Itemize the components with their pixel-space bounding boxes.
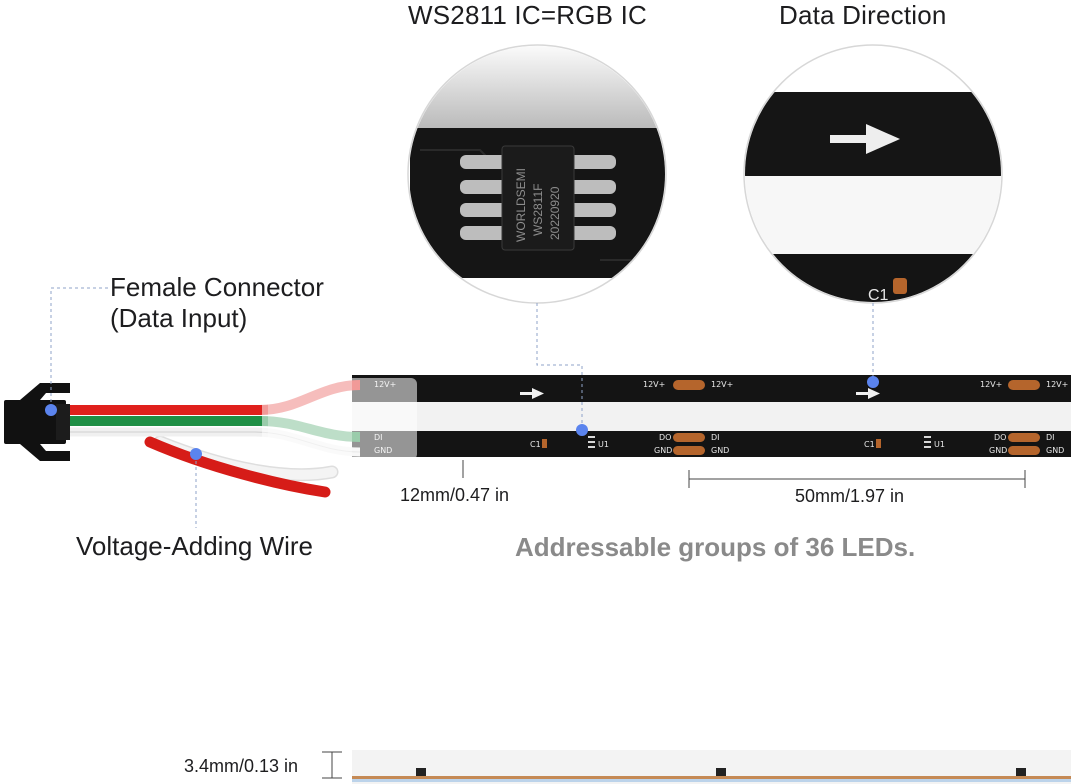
pad-label-c1: C1 [530, 440, 541, 449]
pad-label-gnd: GND [1046, 446, 1064, 455]
pad-label-gnd: GND [654, 446, 672, 455]
pitch-dimension-label: 50mm/1.97 in [795, 486, 905, 506]
zoom-c1-label: C1 [868, 287, 889, 304]
leader-line-connector [50, 287, 108, 408]
pad-label-c1: C1 [864, 440, 875, 449]
width-dimension-label: 12mm/0.47 in [400, 485, 510, 505]
connector-label-line1: Female Connector [110, 272, 324, 302]
chip-marking-line1: WORLDSEMI [514, 168, 528, 242]
pad-label-do: DO [659, 433, 671, 442]
pad-label-12v: 12V+ [980, 380, 1002, 389]
wire-bundle [60, 376, 417, 498]
connector-label-line2: (Data Input) [110, 303, 248, 333]
strip-arrow-icon [856, 388, 880, 399]
wire-label: Voltage-Adding Wire [76, 531, 314, 561]
marker-dot [45, 404, 57, 416]
strip-arrow-icon [520, 388, 544, 399]
marker-dot [867, 376, 879, 388]
pad-label-12v: 12V+ [711, 380, 733, 389]
marker-dot [576, 424, 588, 436]
led-strip: 12V+ 12V+ 12V+ 12V+ 12V+ DI GND DO GND D… [352, 375, 1071, 457]
direction-arrow-icon [830, 124, 900, 154]
connector-label: Female Connector (Data Input) [110, 272, 324, 334]
marker-dot [190, 448, 202, 460]
headline: Addressable groups of 36 LEDs. [515, 532, 916, 562]
thickness-dimension-label: 3.4mm/0.13 in [184, 756, 299, 776]
direction-zoom-circle: C1 [743, 44, 1003, 304]
pad-label-gnd: GND [711, 446, 729, 455]
pad-label-di: DI [711, 433, 720, 442]
pad-label-12v: 12V+ [643, 380, 665, 389]
strip-side-view [352, 750, 1071, 784]
pad-label-u1: U1 [934, 440, 945, 449]
pad-label-gnd: GND [989, 446, 1007, 455]
chip-marking-line3: 20220920 [548, 186, 562, 240]
pitch-dimension-line [688, 470, 1026, 488]
pad-label-u1: U1 [598, 440, 609, 449]
pad-label-di: DI [1046, 433, 1055, 442]
ic-title: WS2811 IC=RGB IC [408, 0, 647, 30]
thickness-dimension-line [322, 751, 342, 779]
pad-label-12v: 12V+ [1046, 380, 1068, 389]
direction-title: Data Direction [779, 0, 947, 30]
pad-label-do: DO [994, 433, 1006, 442]
chip-marking-line2: WS2811F [531, 184, 545, 236]
leader-line-ic [536, 303, 583, 428]
female-connector-icon [4, 383, 70, 461]
ic-zoom-circle: WORLDSEMI WS2811F 20220920 [407, 44, 667, 304]
